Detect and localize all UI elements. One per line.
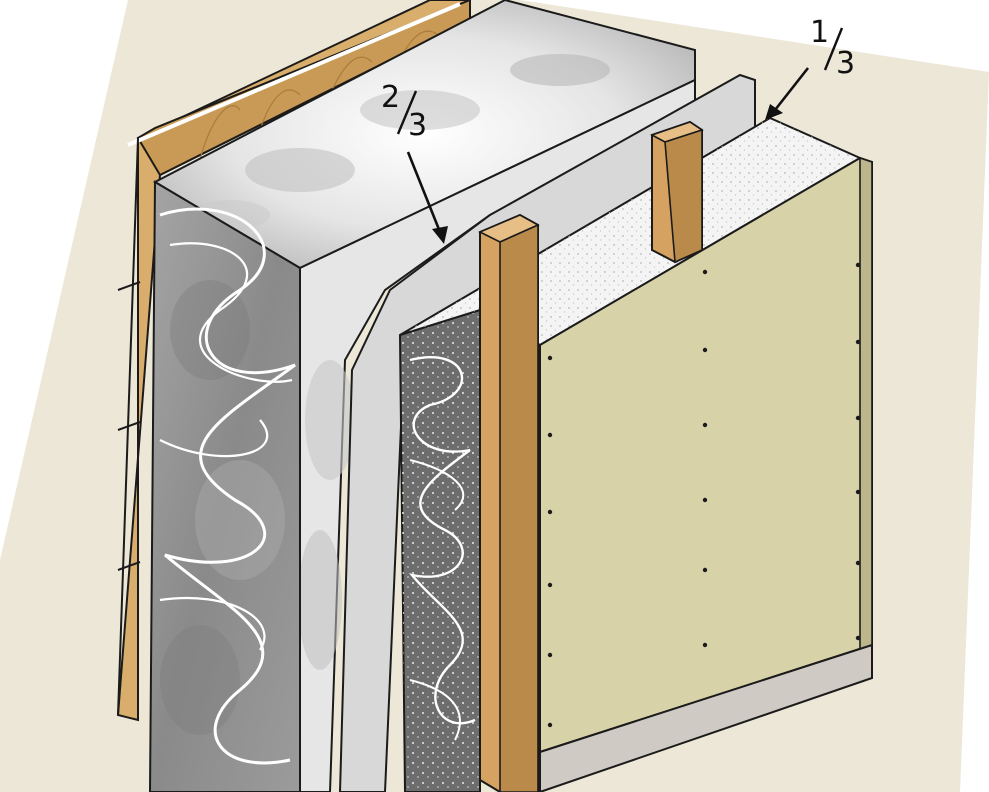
label-two-thirds: 2 3 xyxy=(381,80,427,143)
callout-two-thirds-arrow xyxy=(406,151,448,244)
outer-insulation-batt xyxy=(148,0,696,792)
label-one-third: 1 3 xyxy=(810,15,855,81)
wood-stud-front xyxy=(478,213,540,792)
one-third-numerator: 1 xyxy=(810,15,829,50)
two-thirds-numerator: 2 xyxy=(381,80,400,115)
inner-insulation-batt xyxy=(398,303,481,792)
two-thirds-denominator: 3 xyxy=(408,108,427,143)
base-plate-strip xyxy=(539,643,873,792)
one-third-denominator: 3 xyxy=(836,46,855,81)
callout-one-third-arrow xyxy=(765,67,810,120)
wood-stud-rear xyxy=(650,120,704,264)
